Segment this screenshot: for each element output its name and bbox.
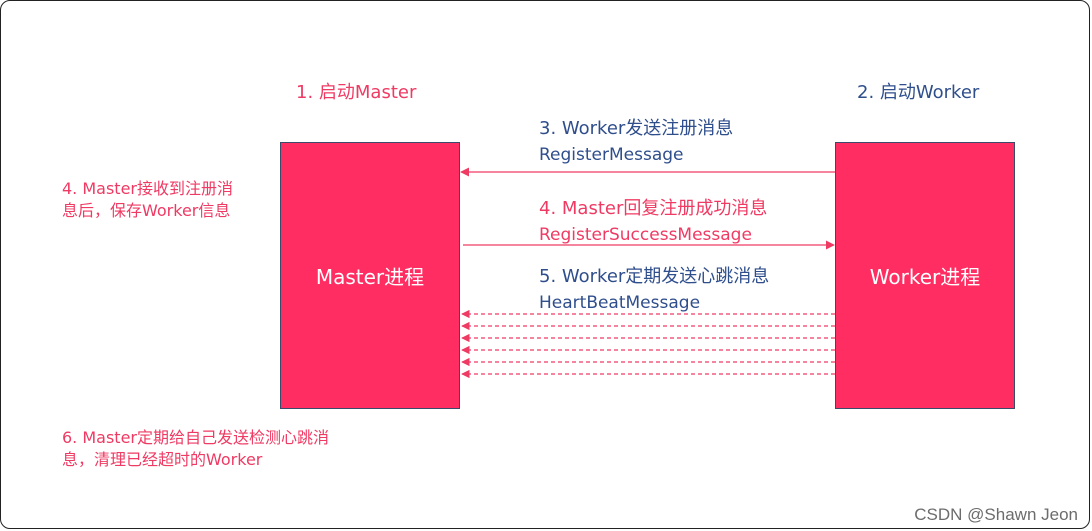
master-process-box: Master进程	[280, 142, 460, 409]
watermark: CSDN @Shawn Jeon	[914, 505, 1078, 524]
worker-process-box: Worker进程	[835, 142, 1015, 409]
note-master-receive-line1: 4. Master接收到注册消	[62, 179, 233, 198]
step-register-title: 3. Worker发送注册消息	[539, 118, 734, 139]
step-heartbeat-title: 5. Worker定期发送心跳消息	[539, 266, 770, 287]
step-start-master: 1. 启动Master	[296, 82, 417, 103]
note-master-check-line1: 6. Master定期给自己发送检测心跳消	[62, 428, 329, 447]
note-master-check-line2: 息，清理已经超时的Worker	[62, 450, 263, 469]
master-process-label: Master进程	[315, 265, 425, 289]
step-reply-title: 4. Master回复注册成功消息	[539, 198, 768, 219]
note-master-receive-line2: 息后，保存Worker信息	[62, 201, 231, 220]
step-start-worker: 2. 启动Worker	[857, 82, 980, 103]
step-heartbeat-message: HeartBeatMessage	[539, 293, 701, 313]
step-reply-message: RegisterSuccessMessage	[539, 225, 752, 245]
worker-process-label: Worker进程	[869, 265, 981, 289]
step-register-message: RegisterMessage	[539, 145, 684, 165]
